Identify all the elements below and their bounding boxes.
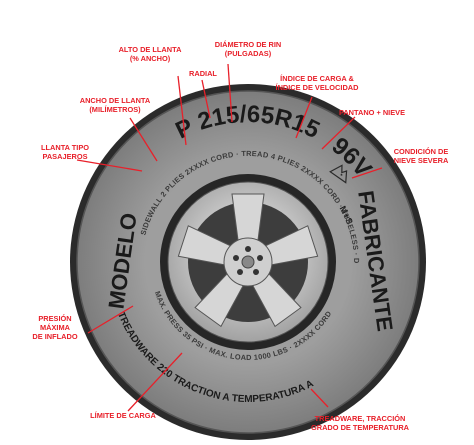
callout-tire-width: ANCHO DE LLANTA (MILÍMETROS) bbox=[79, 96, 151, 114]
rim-spokes bbox=[177, 193, 319, 328]
callout-tire-type: LLANTA TIPO PASAJEROS bbox=[40, 143, 90, 161]
callout-mud-snow: PANTANO + NIEVE bbox=[338, 108, 406, 117]
callout-severe-snow: CONDICIÓN DE NIEVE SEVERA bbox=[393, 147, 449, 165]
callout-inflation-pressure: PRESIÓN MÁXIMA DE INFLADO bbox=[32, 314, 78, 341]
callout-load-speed: ÍNDICE DE CARGA & ÍNDICE DE VELOCIDAD bbox=[275, 74, 359, 92]
callout-radial: RADIAL bbox=[189, 69, 217, 78]
callout-treadwear: TREADWARE, TRACCIÓN GRADO DE TEMPERATURA bbox=[311, 414, 409, 432]
callout-lines bbox=[76, 63, 383, 412]
callout-rim-diameter: DIÁMETRO DE RIN (PULGADAS) bbox=[214, 40, 282, 58]
callout-aspect-ratio: ALTO DE LLANTA (% ANCHO) bbox=[118, 45, 182, 63]
rim bbox=[167, 181, 329, 343]
lug-nuts bbox=[233, 246, 263, 275]
callout-load-limit: LÍMITE DE CARGA bbox=[90, 411, 156, 420]
mountain-snowflake-icon bbox=[329, 164, 348, 184]
